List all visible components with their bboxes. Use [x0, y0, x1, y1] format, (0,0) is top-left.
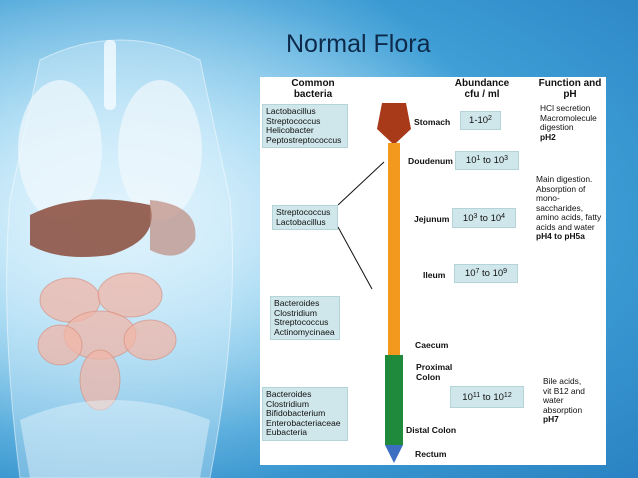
organ-label-stomach: Stomach	[414, 117, 451, 127]
function-colon: Bile acids, vit B12 and water absorption…	[543, 376, 617, 425]
bacteria-item: Clostridium	[274, 307, 317, 318]
connector-line-bottom	[337, 226, 373, 290]
bacteria-box-small-intestine: Streptococcus Lactobacillus	[272, 205, 338, 231]
bacteria-item: Streptococcus	[276, 207, 331, 217]
organ-label-proximal-colon: Proximal Colon	[416, 362, 453, 382]
bacteria-item: Peptostreptococcus	[266, 134, 342, 145]
bacteria-item: Actinomycinaea	[274, 326, 335, 337]
stomach-segment	[377, 103, 411, 143]
bacteria-item: Lactobacillus	[266, 106, 316, 116]
bacteria-item: Streptococcus	[266, 115, 321, 126]
bacteria-item: Streptococcus	[274, 317, 329, 328]
bacteria-item: Helicobacter	[266, 125, 314, 136]
bacteria-item: Clostridium	[266, 398, 309, 409]
function-small-intestine: Main digestion. Absorption of mono- sacc…	[536, 174, 610, 242]
ph-value: pH7	[543, 414, 559, 424]
slide-title: Normal Flora	[286, 30, 431, 58]
colon-segment	[385, 355, 403, 445]
ph-value: pH2	[540, 131, 556, 142]
bacteria-box-stomach: Lactobacillus Streptococcus Helicobacter…	[262, 104, 348, 149]
small-intestine-segment	[388, 143, 400, 355]
organ-label-rectum: Rectum	[415, 449, 447, 459]
ph-value: pH4 to pH5a	[536, 231, 585, 241]
header-bacteria: Common bacteria	[291, 78, 335, 100]
function-stomach: HCl secretion Macromolecule digestion pH…	[540, 103, 614, 142]
bacteria-item: Bifidobacterium	[266, 408, 326, 419]
organ-label-ileum: Ileum	[423, 270, 446, 280]
bacteria-item: Bacteroides	[274, 298, 320, 308]
organ-label-caecum: Caecum	[415, 340, 449, 350]
bacteria-box-colon: Bacteroides Clostridium Bifidobacterium …	[262, 387, 348, 441]
bacteria-item: Enterobacteriaceae	[266, 417, 341, 428]
bacteria-item: Lactobacillus	[276, 216, 326, 227]
organ-label-distal-colon: Distal Colon	[406, 425, 457, 435]
bacteria-item: Eubacteria	[266, 427, 308, 438]
bacteria-box-caecum: Bacteroides Clostridium Streptococcus Ac…	[270, 296, 340, 341]
header-abundance: Abundance cfu / ml	[454, 78, 510, 100]
bacteria-item: Bacteroides	[266, 389, 312, 399]
rectum-segment	[385, 445, 403, 463]
header-function: Function and pH	[538, 78, 602, 100]
organ-label-jejunum: Jejunum	[414, 214, 450, 224]
connector-line-top	[337, 161, 385, 206]
organ-label-doudenum: Doudenum	[408, 156, 453, 166]
digestive-tract-diagram	[337, 103, 411, 463]
